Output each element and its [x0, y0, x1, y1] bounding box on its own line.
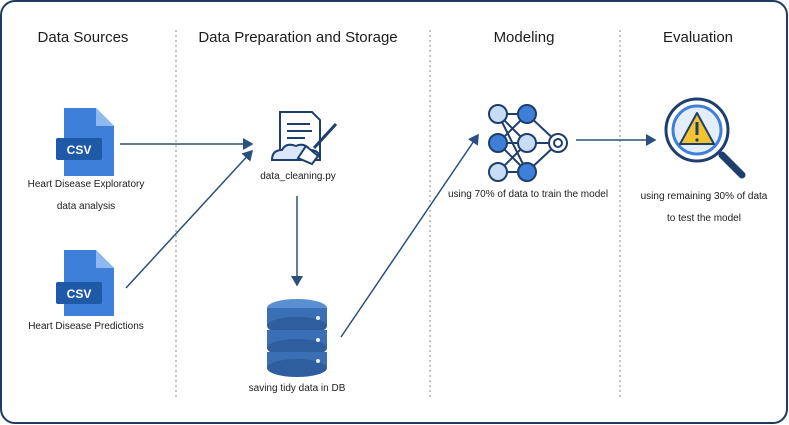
model-label: using 70% of data to train the model: [447, 189, 609, 200]
arrow-db-to-model: [340, 133, 479, 338]
csv-top-label: Heart Disease Exploratory data analysis: [18, 174, 154, 218]
data-cleaning-icon: [270, 111, 338, 166]
column-title-evaluation: Evaluation: [662, 29, 734, 46]
database-icon: [267, 299, 327, 377]
evaluation-label-line1: using remaining 30% of data: [640, 191, 768, 202]
evaluation-label-line2: to test the model: [667, 213, 741, 224]
csv-file-icon-bottom: [56, 250, 114, 316]
column-title-data-sources: Data Sources: [37, 29, 129, 46]
csv-top-label-line2: data analysis: [56, 201, 116, 212]
csv-badge-bottom: CSV: [67, 287, 92, 301]
cleaning-label: data_cleaning.py: [260, 171, 336, 182]
evaluation-label: using remaining 30% of data to test the …: [628, 186, 780, 230]
csv-bottom-label: Heart Disease Predictions: [28, 321, 144, 332]
arrow-csv-bottom-to-cleaning: [125, 149, 254, 289]
column-title-modeling: Modeling: [493, 29, 555, 46]
column-title-data-preparation: Data Preparation and Storage: [198, 29, 398, 46]
warning-magnifier-icon: [664, 97, 746, 179]
database-label: saving tidy data in DB: [248, 383, 346, 394]
csv-file-icon-top: [56, 108, 114, 176]
csv-top-label-line1: Heart Disease Exploratory: [27, 179, 145, 190]
csv-badge-top: CSV: [67, 143, 92, 157]
neural-network-icon: [488, 104, 568, 182]
